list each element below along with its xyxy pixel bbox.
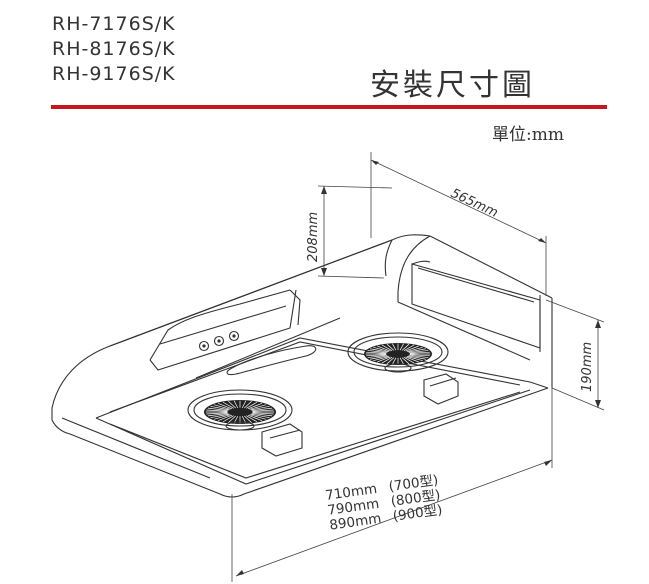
unit-label: 單位:mm — [492, 125, 564, 145]
model-number: RH-7176S/K — [52, 13, 176, 35]
hood-outline — [51, 234, 553, 498]
width-value: 790mm — [326, 496, 380, 519]
knob-icon — [213, 335, 225, 347]
depth-label: 565mm — [448, 186, 500, 221]
light-strip — [226, 345, 317, 376]
depth-dimension — [370, 152, 547, 296]
side-window — [411, 260, 541, 349]
front-height-dimension — [545, 299, 605, 411]
front-height-label: 190mm — [580, 342, 595, 392]
width-dimension — [231, 388, 553, 582]
knob-icon — [228, 330, 240, 342]
back-height-label: 208mm — [306, 212, 321, 262]
fan-filter-right — [347, 332, 459, 405]
knob-icon — [198, 340, 210, 352]
width-value: 890mm — [329, 511, 383, 534]
width-model: (900型) — [392, 502, 444, 525]
width-value: 710mm — [324, 481, 378, 504]
width-model: (700型) — [388, 472, 440, 495]
page-title: 安裝尺寸圖 — [370, 68, 535, 103]
width-model: (800型) — [390, 487, 442, 510]
width-labels: 710mm (700型) 790mm (800型) 890mm (900型) — [324, 472, 443, 533]
model-number: RH-9176S/K — [52, 63, 176, 85]
model-number: RH-8176S/K — [52, 38, 176, 60]
fan-filter-left — [187, 389, 303, 457]
model-list: RH-7176S/K RH-8176S/K RH-9176S/K — [52, 12, 176, 87]
back-height-dimension — [317, 185, 393, 279]
control-panel — [149, 289, 301, 371]
title-underline — [51, 105, 607, 109]
